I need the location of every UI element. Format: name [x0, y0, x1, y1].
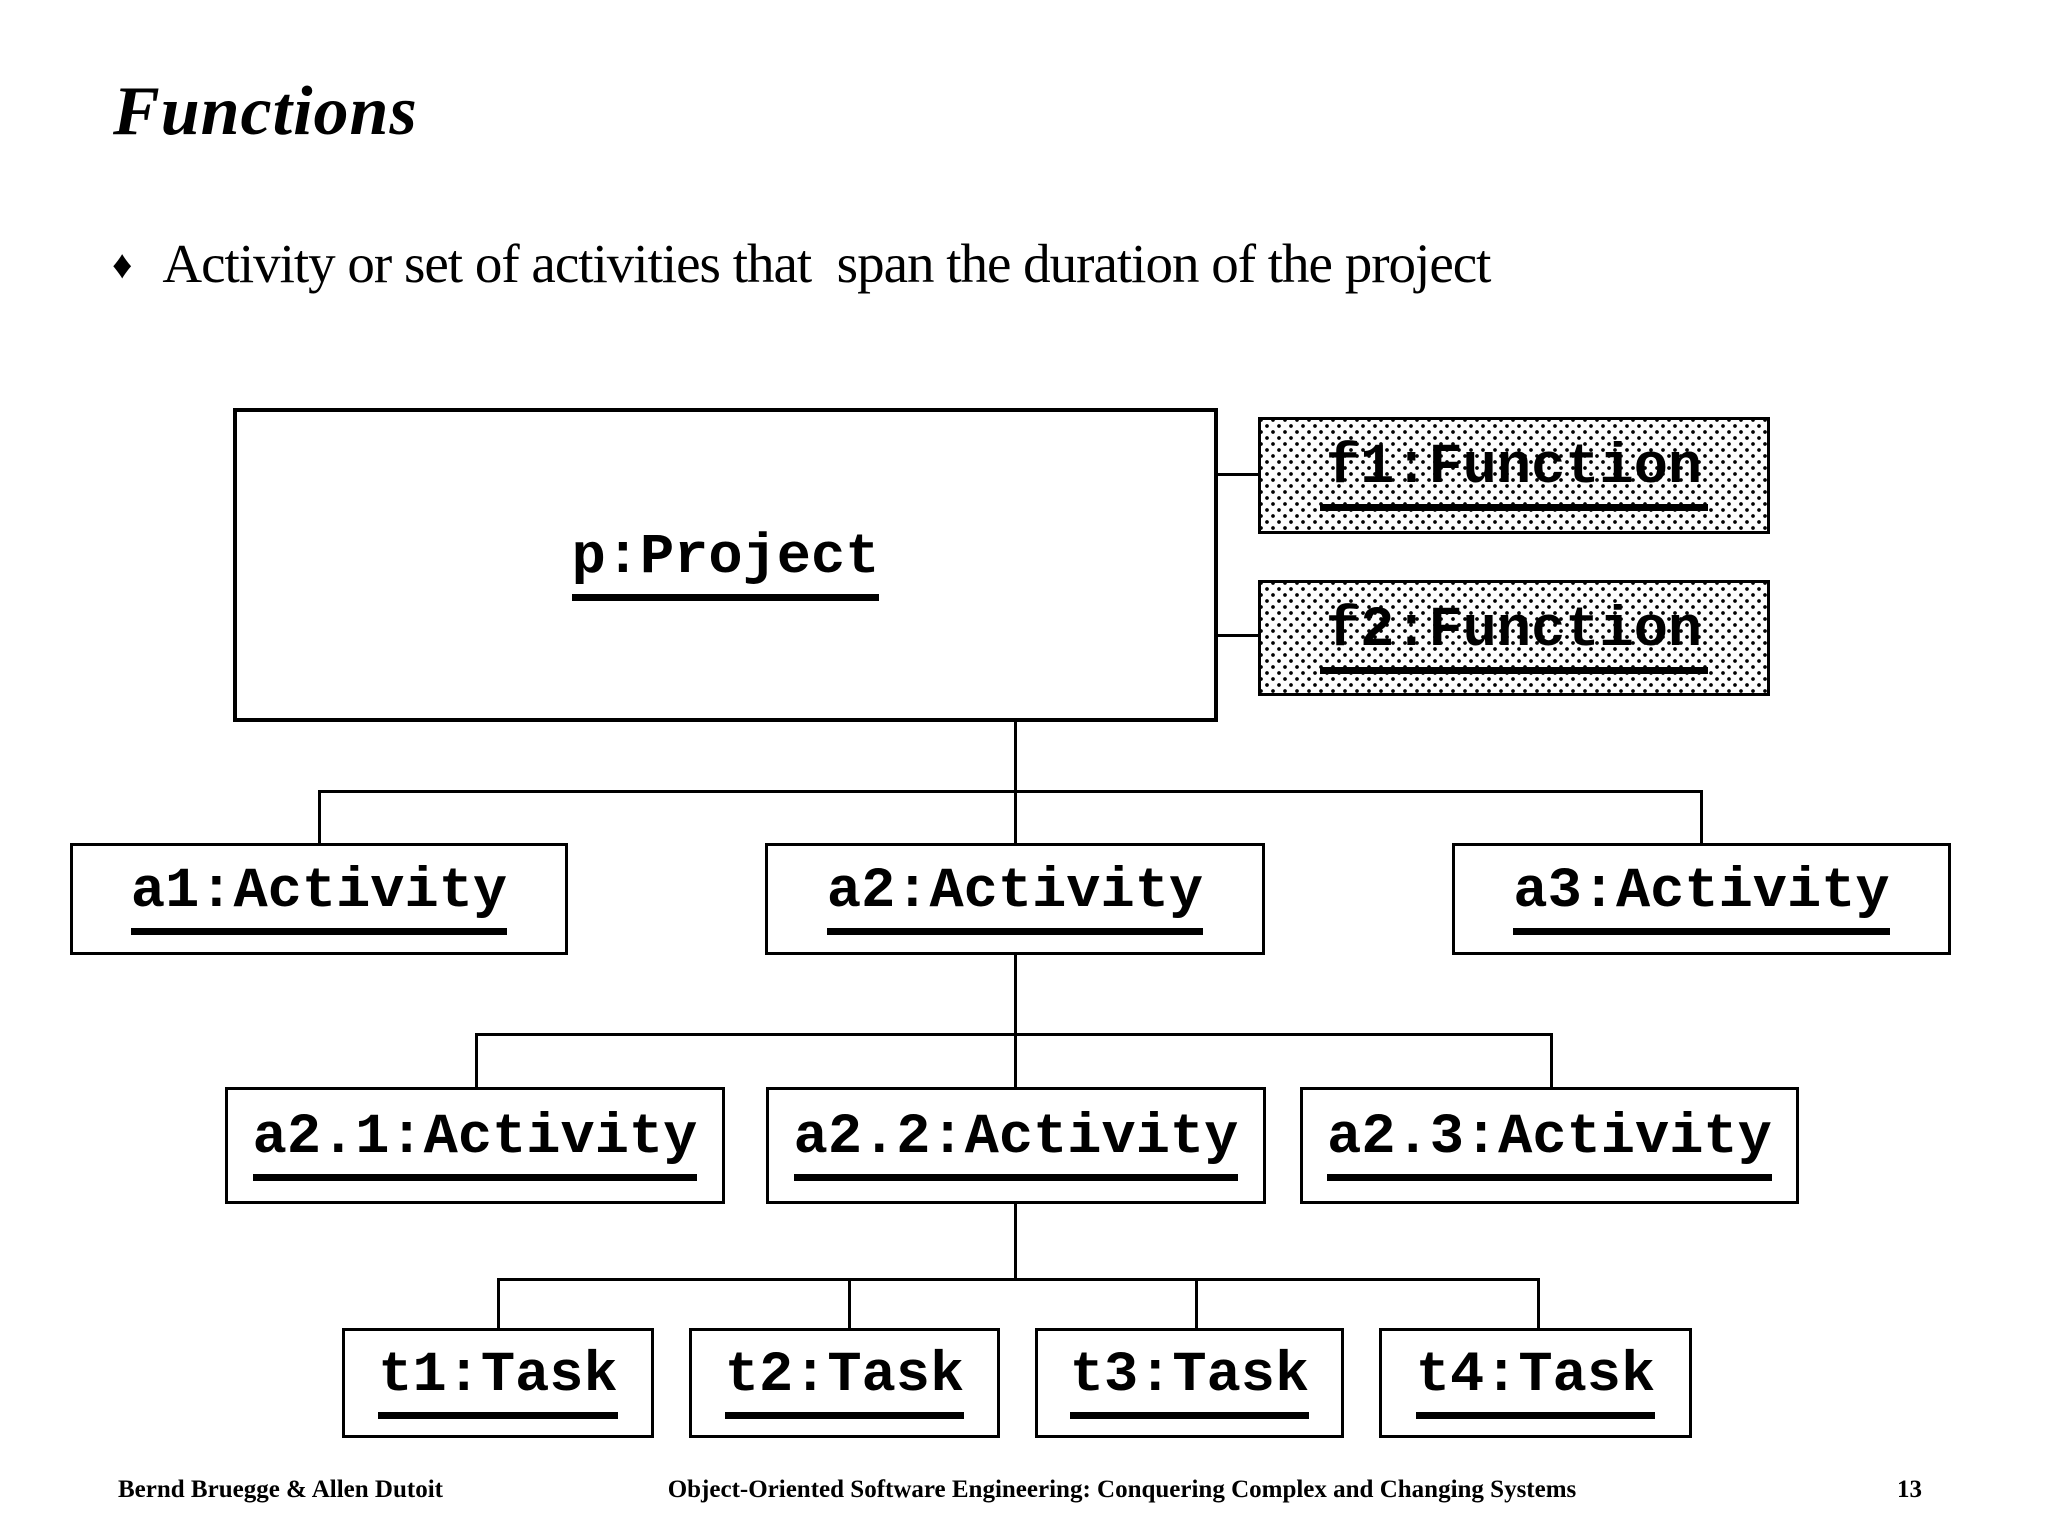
connector-stub-a23 — [1550, 1033, 1553, 1087]
node-t4-task: t4:Task — [1379, 1328, 1692, 1438]
node-t1-task: t1:Task — [342, 1328, 654, 1438]
footer-page-number: 13 — [1897, 1476, 1922, 1503]
node-p-project: p:Project — [233, 408, 1218, 722]
node-f1-function-label: f1:Function — [1319, 440, 1709, 511]
node-a22-activity-label: a2.2:Activity — [793, 1110, 1239, 1181]
connector-stub-t1 — [497, 1278, 500, 1328]
node-t3-task-label: t3:Task — [1069, 1347, 1310, 1419]
node-t3-task: t3:Task — [1035, 1328, 1344, 1438]
node-a2-activity-label: a2:Activity — [826, 863, 1204, 935]
bullet-text: Activity or set of activities that span … — [162, 233, 1491, 294]
node-t2-task: t2:Task — [689, 1328, 1000, 1438]
connector-project-f1 — [1218, 473, 1258, 476]
connector-stub-a2 — [1014, 790, 1017, 843]
connector-project-f2 — [1218, 634, 1258, 637]
node-p-project-label: p:Project — [571, 529, 880, 601]
connector-stub-a21 — [475, 1033, 478, 1087]
bullet-diamond-icon: ♦ — [112, 242, 133, 287]
node-f2-function-label: f2:Function — [1319, 602, 1709, 674]
connector-a2-stem — [1014, 955, 1017, 1033]
page-title: Functions — [113, 73, 418, 150]
connector-a22-stem — [1014, 1204, 1017, 1278]
node-a3-activity-label: a3:Activity — [1513, 863, 1890, 935]
connector-activities-rail — [318, 790, 1703, 793]
node-a21-activity: a2.1:Activity — [225, 1087, 725, 1204]
node-a3-activity: a3:Activity — [1452, 843, 1951, 955]
connector-stub-t4 — [1537, 1278, 1540, 1328]
footer-book-title: Object-Oriented Software Engineering: Co… — [667, 1476, 1577, 1503]
connector-stub-a1 — [318, 790, 321, 843]
connector-tasks-rail — [497, 1278, 1540, 1281]
node-f1-function: f1:Function — [1258, 417, 1770, 534]
connector-stub-a3 — [1700, 790, 1703, 843]
connector-stub-t3 — [1195, 1278, 1198, 1328]
connector-project-stem — [1014, 722, 1017, 790]
connector-stub-a22 — [1014, 1033, 1017, 1087]
node-t4-task-label: t4:Task — [1415, 1347, 1656, 1419]
node-f2-function: f2:Function — [1258, 580, 1770, 696]
node-a22-activity: a2.2:Activity — [766, 1087, 1266, 1204]
bullet-item: ♦ Activity or set of activities that spa… — [112, 232, 1972, 295]
node-a1-activity: a1:Activity — [70, 843, 568, 955]
node-t2-task-label: t2:Task — [724, 1347, 965, 1419]
node-a21-activity-label: a2.1:Activity — [252, 1110, 698, 1181]
node-a23-activity-label: a2.3:Activity — [1327, 1110, 1772, 1181]
node-a23-activity: a2.3:Activity — [1300, 1087, 1799, 1204]
node-a2-activity: a2:Activity — [765, 843, 1265, 955]
node-t1-task-label: t1:Task — [378, 1347, 618, 1419]
connector-stub-t2 — [848, 1278, 851, 1328]
node-a1-activity-label: a1:Activity — [130, 863, 508, 935]
footer-authors: Bernd Bruegge & Allen Dutoit — [118, 1476, 443, 1503]
